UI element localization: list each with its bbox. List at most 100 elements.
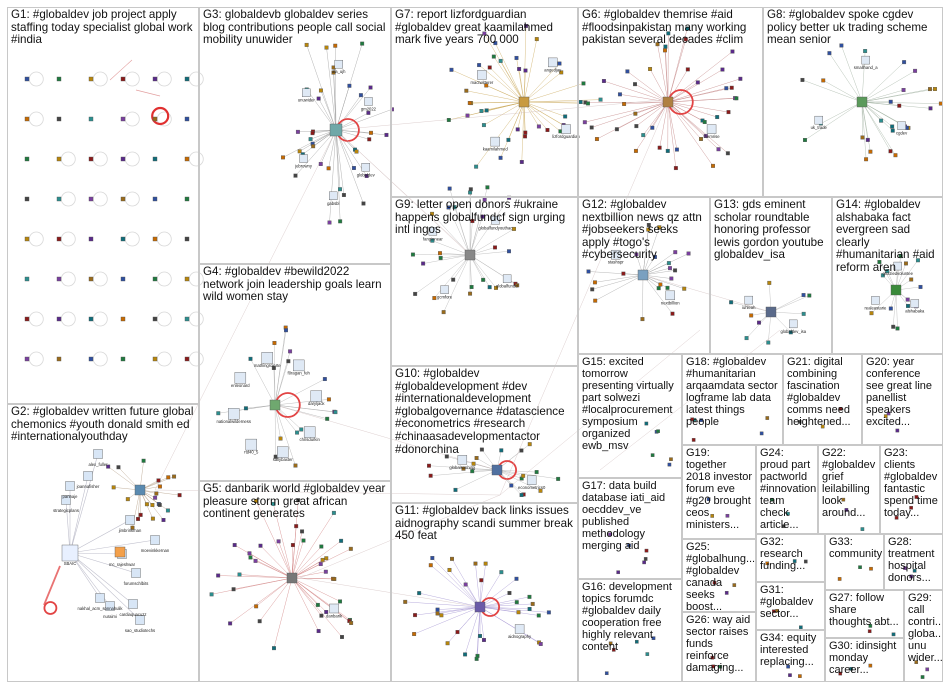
leaf-node: [914, 660, 919, 664]
leaf-node: [885, 269, 890, 273]
node-label: nationalwilderness: [216, 419, 250, 424]
isolated-node: [56, 316, 62, 322]
isolated-node: [184, 236, 190, 242]
group-label-g25: G25: #globalhung... #globaldev canada se…: [686, 541, 756, 612]
leaf-node: [413, 291, 418, 296]
edge: [69, 552, 137, 574]
leaf-node: [364, 174, 369, 178]
leaf-node: [699, 137, 703, 141]
isolated-node: [184, 116, 190, 122]
leaf-node: [863, 49, 868, 54]
edge: [667, 39, 687, 103]
edge: [802, 79, 863, 103]
edge: [479, 606, 549, 613]
leaf-node: [634, 639, 639, 644]
leaf-node: [519, 448, 524, 453]
leaf-node: [468, 187, 473, 192]
leaf-node: [803, 559, 808, 564]
group-panel-g12: G12: #globaldev nextbillion news qz attn…: [578, 197, 710, 354]
edge: [841, 45, 863, 103]
leaf-node: [290, 543, 295, 548]
leaf-node: [666, 261, 671, 266]
leaf-node: [403, 599, 408, 604]
leaf-node: [506, 137, 511, 142]
group-panel-g2: G2: #globaldev written future global che…: [7, 404, 199, 682]
leaf-node: [474, 164, 479, 169]
leaf-node: [318, 162, 323, 166]
leaf-node: [247, 551, 252, 556]
leaf-node: [918, 284, 923, 289]
isolated-node: [184, 316, 190, 322]
group-panel-g17: G17: data build database iati_aid oecdde…: [578, 478, 682, 579]
edge: [274, 342, 276, 406]
isolated-node: [152, 116, 158, 122]
edge: [619, 94, 669, 103]
edge: [255, 560, 293, 579]
leaf-node: [858, 565, 862, 570]
leaf-node: [536, 124, 541, 129]
leaf-node: [757, 320, 761, 325]
leaf-node: [582, 120, 587, 125]
named-node: [131, 568, 141, 578]
isolated-node: [152, 196, 158, 202]
leaf-node: [703, 133, 708, 138]
edge: [861, 101, 891, 152]
leaf-node: [920, 675, 925, 679]
leaf-node: [369, 130, 373, 135]
edge: [430, 469, 498, 476]
leaf-node: [519, 160, 524, 164]
leaf-node: [633, 148, 638, 153]
edge: [273, 503, 293, 579]
edge: [495, 43, 525, 103]
edge: [329, 129, 337, 223]
leaf-node: [481, 123, 486, 128]
leaf-node: [514, 600, 519, 605]
leaf-node: [278, 436, 283, 441]
isolated-node: [120, 76, 126, 82]
node-label: globaldev_isa: [780, 329, 806, 334]
leaf-node: [318, 88, 323, 93]
leaf-node: [499, 448, 504, 453]
edge: [291, 512, 335, 579]
edge: [333, 67, 337, 131]
leaf-node: [837, 577, 842, 581]
edge: [469, 254, 497, 289]
leaf-node: [646, 227, 651, 232]
isolated-node: [120, 116, 126, 122]
leaf-node: [912, 568, 917, 573]
leaf-node: [515, 127, 520, 132]
node-label: jimbrinkman: [118, 528, 142, 533]
leaf-node: [821, 78, 826, 83]
edge: [591, 101, 669, 128]
group-panel-g5: G5: danbarik world #globaldev year pleas…: [199, 481, 391, 682]
leaf-node: [538, 642, 543, 646]
leaf-node: [799, 625, 803, 630]
edge: [667, 98, 737, 103]
edge: [291, 577, 319, 632]
node-label: iuhleah: [742, 305, 756, 310]
leaf-node: [868, 149, 873, 154]
edge: [594, 274, 644, 283]
edge: [441, 606, 481, 616]
group-label-g5: G5: danbarik world #globaldev year pleas…: [203, 482, 389, 521]
leaf-node: [749, 313, 754, 318]
leaf-node: [685, 67, 690, 72]
self-loop: [151, 106, 170, 126]
isolated-node: [56, 356, 62, 362]
self-loop: [124, 231, 140, 247]
leaf-node: [276, 539, 281, 544]
edge: [479, 603, 533, 608]
leaf-node: [449, 67, 454, 72]
edge: [479, 606, 541, 645]
leaf-node: [657, 145, 662, 150]
leaf-node: [897, 103, 902, 108]
leaf-node: [807, 293, 812, 298]
leaf-node: [665, 285, 670, 290]
leaf-node: [849, 667, 853, 671]
isolated-node: [120, 316, 126, 322]
leaf-node: [446, 205, 451, 210]
edge: [667, 51, 733, 103]
node-label: lizfordguardian: [552, 134, 580, 139]
group-panel-g4: G4: #globaldev #bewild2022 network join …: [199, 264, 391, 481]
edge: [595, 274, 644, 301]
